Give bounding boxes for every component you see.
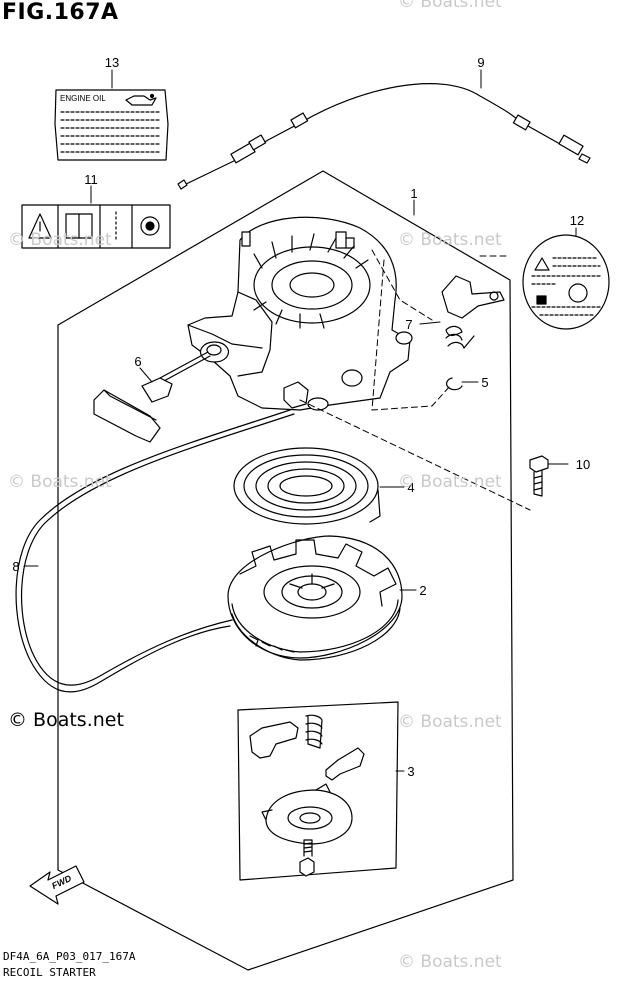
engine-oil-label-part: ENGINE OIL	[54, 89, 169, 161]
watermark: © Boats.net	[398, 712, 502, 732]
figure-code: DF4A_6A_P03_017_167A	[3, 950, 136, 963]
callout-1: 1	[410, 186, 417, 201]
callout-6: 6	[134, 354, 141, 369]
callout-12: 12	[570, 213, 584, 228]
lever-part	[441, 275, 505, 349]
watermark: © Boats.net	[398, 472, 502, 492]
callout-5: 5	[481, 375, 488, 390]
callout-group	[23, 69, 577, 772]
watermark: © Boats.net	[398, 952, 502, 972]
callout-10: 10	[576, 457, 590, 472]
callout-4: 4	[407, 480, 414, 495]
cable-loop-part	[15, 409, 295, 693]
spiral-spring-part	[233, 447, 381, 525]
copyright-text: © Boats.net	[8, 709, 124, 731]
callout-7: 7	[405, 317, 412, 332]
figure-title: FIG.167A	[2, 0, 119, 25]
callout-11: 11	[84, 172, 98, 187]
callout-3: 3	[407, 764, 414, 779]
watermark: © Boats.net	[8, 472, 112, 492]
callout-numbers: 13 11 9 1 12 6 7 5 10 4 2 8 3	[12, 55, 590, 779]
ratchet-set-part	[237, 701, 399, 881]
bolt-part	[529, 455, 549, 497]
figure-caption: RECOIL STARTER	[3, 966, 96, 979]
watermark: © Boats.net	[398, 230, 502, 250]
callout-2: 2	[419, 583, 426, 598]
starter-handle-part	[93, 351, 211, 443]
round-label-part	[522, 234, 610, 330]
assembly-boundary	[57, 170, 514, 971]
callout-8: 8	[12, 559, 19, 574]
watermark: © Boats.net	[398, 0, 502, 12]
push-pull-cable-part	[177, 83, 591, 190]
caution-label-part	[21, 204, 171, 249]
leader-lines	[299, 249, 531, 511]
engine-oil-text: ENGINE OIL	[60, 94, 106, 103]
reel-part	[227, 535, 403, 661]
fwd-arrow-icon: FWD	[29, 865, 85, 905]
callout-13: 13	[105, 55, 119, 70]
watermark: © Boats.net	[8, 230, 112, 250]
starter-housing-part	[187, 216, 413, 411]
callout-9: 9	[477, 55, 484, 70]
